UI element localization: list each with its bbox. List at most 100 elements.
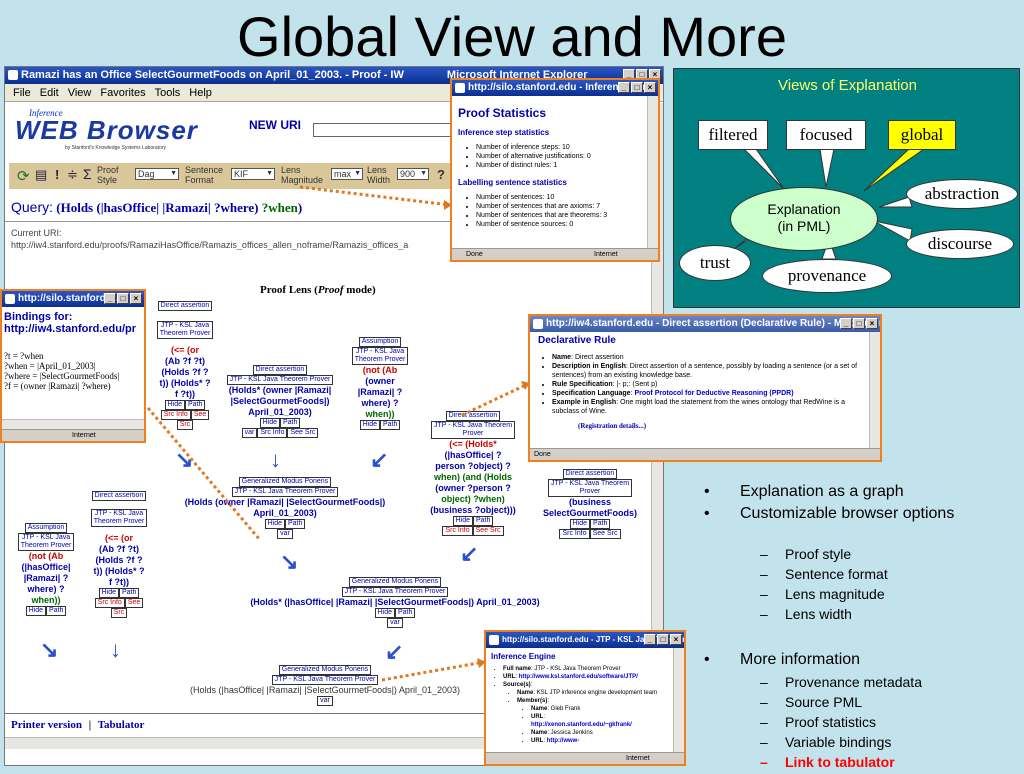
see-src-button[interactable]: See Src (287, 428, 319, 438)
vertical-scrollbar[interactable] (647, 96, 658, 248)
path-button[interactable]: Path (380, 420, 401, 430)
minimize-button[interactable]: _ (840, 318, 852, 329)
vertical-scrollbar[interactable] (869, 332, 880, 448)
src-button[interactable]: Src (110, 608, 128, 618)
node-rule[interactable]: Direct assertion (91, 491, 147, 501)
refresh-icon[interactable]: ⟳ (17, 168, 30, 185)
src-info-button[interactable]: Src Info (257, 428, 288, 438)
path-button[interactable]: Path (119, 588, 140, 598)
var-button[interactable]: var (317, 696, 333, 706)
menu-item-help[interactable]: Help (189, 87, 212, 99)
path-button[interactable]: Path (395, 608, 416, 618)
maximize-button[interactable]: □ (853, 318, 865, 329)
see-src-button[interactable]: See Src (589, 529, 621, 539)
node-engine[interactable]: JTP - KSL Java Theorem Prover (271, 675, 379, 685)
close-button[interactable]: × (130, 293, 142, 304)
hide-button[interactable]: Hide (264, 519, 285, 529)
member-url-link[interactable]: http://xenon.stanford.edu/~gkfrank/ (531, 722, 632, 728)
node-rule[interactable]: Direct assertion (252, 365, 308, 375)
minimize-button[interactable]: _ (618, 82, 630, 93)
close-button[interactable]: × (670, 634, 682, 645)
menu-item-tools[interactable]: Tools (154, 87, 181, 99)
maximize-button[interactable]: □ (631, 82, 643, 93)
lens-magnitude-select[interactable]: max▼ (331, 168, 363, 180)
src-info-button[interactable]: Src Info (559, 529, 590, 539)
sentence-format-select[interactable]: KIF▼ (231, 168, 275, 180)
path-button[interactable]: Path (280, 418, 301, 428)
proof-node-2[interactable]: Direct assertion JTP - KSL Java Theorem … (220, 365, 340, 438)
sigma-icon[interactable]: Σ (83, 166, 92, 182)
path-button[interactable]: Path (285, 519, 306, 529)
see-button[interactable]: See (124, 598, 144, 608)
lens-width-select[interactable]: 900▼ (397, 168, 429, 180)
var-button[interactable]: var (277, 529, 293, 539)
hide-button[interactable]: Hide (259, 418, 280, 428)
member-url-link[interactable]: http://www- (546, 738, 580, 744)
info-icon[interactable]: ! (55, 167, 60, 182)
menu-item-file[interactable]: File (13, 87, 31, 99)
close-button[interactable]: × (644, 82, 656, 93)
help-icon[interactable]: ? (437, 167, 445, 182)
node-rule[interactable]: Direct assertion (445, 411, 501, 421)
menu-item-edit[interactable]: Edit (39, 87, 59, 99)
horizontal-scrollbar[interactable] (2, 419, 144, 429)
maximize-button[interactable]: □ (117, 293, 129, 304)
hide-button[interactable]: Hide (452, 516, 473, 526)
close-button[interactable]: × (866, 318, 878, 329)
proof-style-select[interactable]: Dag▼ (135, 168, 179, 180)
var-button[interactable]: var (387, 618, 403, 628)
hide-button[interactable]: Hide (98, 588, 119, 598)
hide-button[interactable]: Hide (25, 606, 46, 616)
node-rule[interactable]: Generalized Modus Ponens (238, 477, 332, 487)
vertical-scrollbar[interactable] (673, 648, 684, 752)
path-button[interactable]: Path (473, 516, 494, 526)
path-button[interactable]: Path (46, 606, 67, 616)
node-engine[interactable]: JTP - KSL Java Theorem Prover (231, 487, 339, 497)
hide-button[interactable]: Hide (164, 400, 185, 410)
var-button[interactable]: var (241, 428, 258, 438)
hide-button[interactable]: Hide (374, 608, 395, 618)
node-rule[interactable]: Generalized Modus Ponens (278, 665, 372, 675)
node-rule[interactable]: Assumption (358, 337, 402, 347)
maximize-button[interactable]: □ (657, 634, 669, 645)
registration-link[interactable]: (Registration details...) (578, 422, 647, 430)
ppdr-link[interactable]: Proof Protocol for Deductive Reasoning (… (634, 390, 794, 397)
proof-node-6[interactable]: Generalized Modus Ponens JTP - KSL Java … (165, 477, 405, 539)
path-button[interactable]: Path (185, 400, 206, 410)
node-engine[interactable]: JTP - KSL Java Theorem Prover (226, 375, 334, 385)
menu-item-view[interactable]: View (67, 87, 92, 99)
minimize-button[interactable]: _ (644, 634, 656, 645)
menu-item-favorites[interactable]: Favorites (100, 87, 146, 99)
engine-url-link[interactable]: http://www.ksl.stanford.edu/software/JTP… (518, 674, 638, 680)
filter-icon[interactable]: ≑ (67, 167, 78, 182)
printer-version-link[interactable]: Printer version (11, 719, 82, 731)
tabulator-link[interactable]: Tabulator (97, 719, 145, 731)
tabulator-bullet-link[interactable]: Link to tabulator (785, 754, 895, 770)
hide-button[interactable]: Hide (359, 420, 380, 430)
doc-icon[interactable]: ▤ (35, 167, 48, 182)
src-info-button[interactable]: Src Info (442, 526, 473, 536)
node-rule[interactable]: Assumption (24, 523, 68, 533)
minimize-button[interactable]: _ (104, 293, 116, 304)
node-rule[interactable]: Generalized Modus Ponens (348, 577, 442, 587)
hide-button[interactable]: Hide (569, 519, 590, 529)
node-rule[interactable]: Direct assertion (157, 301, 213, 311)
node-engine[interactable]: JTP - KSL Java Theorem Prover (341, 587, 449, 597)
node-rule[interactable]: Direct assertion (562, 469, 618, 479)
src-button[interactable]: Src (176, 420, 194, 430)
see-src-button[interactable]: See Src (472, 526, 504, 536)
path-button[interactable]: Path (590, 519, 611, 529)
src-info-button[interactable]: Src Info (94, 598, 125, 608)
